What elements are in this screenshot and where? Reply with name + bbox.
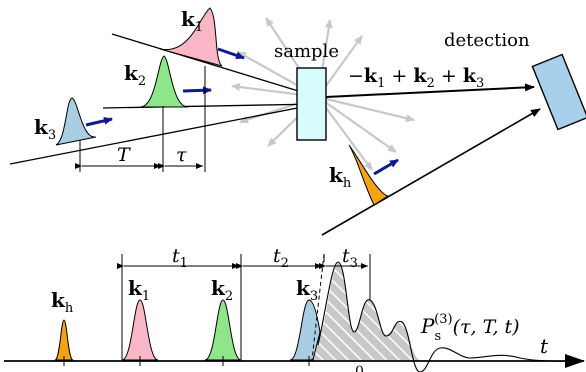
- pulse-k3: [55, 97, 113, 146]
- beam-geometry: sample detection k1 k2 k3 kh −k1 + k2 + …: [9, 7, 586, 236]
- k3-direction-arrow: [85, 116, 113, 127]
- t3-label: t3: [342, 245, 358, 271]
- pulse-kh: [348, 144, 399, 206]
- t1-label: t1: [172, 245, 188, 271]
- k1-label: k1: [181, 7, 203, 35]
- sample-label: sample: [274, 41, 339, 62]
- signal-formula-label: Ps(3)(τ, T, t): [420, 312, 520, 344]
- time-interval-markers: [117, 254, 371, 360]
- axis-zero-label: 0: [355, 364, 364, 372]
- time-axis-label: t: [540, 334, 549, 358]
- k3-label: k3: [34, 115, 56, 143]
- pulse-k1: [159, 7, 245, 67]
- signal-trace: [317, 261, 576, 372]
- t3-start-dashed-line: [311, 253, 325, 361]
- T-label: T: [117, 144, 131, 166]
- pulse-center-ticks: [63, 356, 310, 366]
- detector: [531, 53, 586, 131]
- kh-label: kh: [329, 163, 352, 191]
- detection-label: detection: [444, 30, 530, 51]
- k1-direction-arrow: [217, 47, 245, 60]
- pulse-k2-time: [204, 299, 242, 361]
- k2-label: k2: [124, 61, 146, 89]
- kh-direction-arrow: [373, 158, 399, 176]
- sample-cell: [296, 67, 327, 141]
- t2-label: t2: [273, 245, 289, 271]
- delay-markers: [75, 66, 206, 172]
- incoming-beams: [9, 33, 319, 165]
- k2-time-label: k2: [211, 276, 233, 304]
- pulse-k2: [139, 55, 212, 108]
- signal-beam: [325, 83, 535, 98]
- kh-time-label: kh: [51, 288, 74, 316]
- k3-time-label: k3: [296, 276, 318, 304]
- signal-hatched-region: [313, 262, 420, 360]
- signal-direction-label: −k1 + k2 + k3: [348, 65, 484, 91]
- k2-direction-arrow: [182, 86, 212, 95]
- time-sequence: t1 t2 t3 kh k1 k2 k3 Ps(3)(τ, T, t) t 0: [4, 245, 585, 372]
- tau-label: τ: [176, 144, 187, 166]
- pulse-k3-time: [289, 299, 321, 361]
- pulse-kh-time: [54, 319, 74, 361]
- pulse-k1-time: [121, 299, 159, 361]
- heterodyne-beam: [321, 108, 541, 236]
- k1-time-label: k1: [128, 276, 150, 304]
